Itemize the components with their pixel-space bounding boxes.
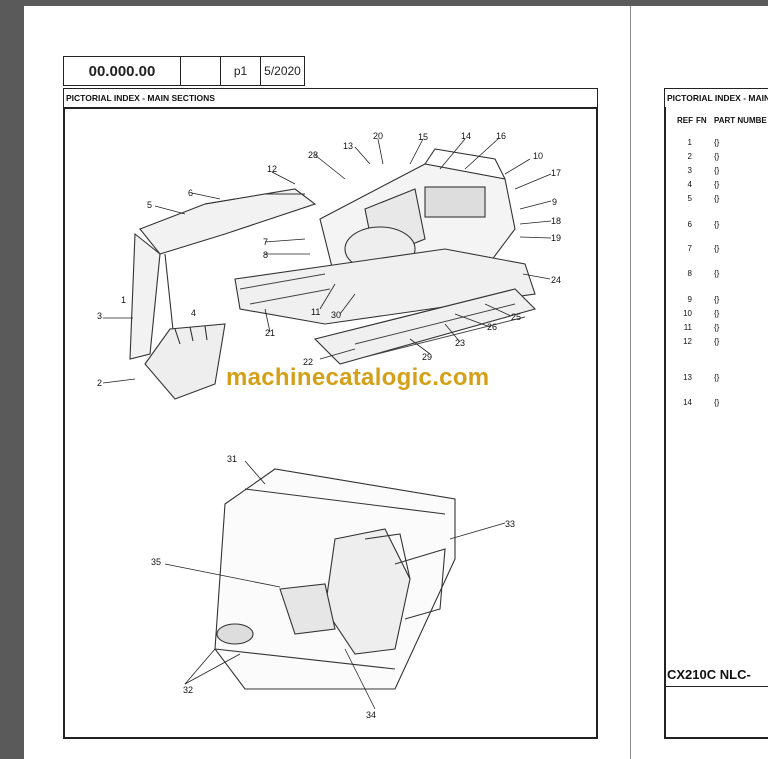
col-header-part-number: PART NUMBE xyxy=(714,116,767,125)
callout-11: 11 xyxy=(311,307,321,317)
callout-18: 18 xyxy=(551,216,562,226)
row-ref: 5 xyxy=(687,194,692,203)
callout-33: 33 xyxy=(505,519,516,529)
watermark-text: machinecatalogic.com xyxy=(226,364,490,391)
callout-9: 9 xyxy=(552,197,558,207)
drawing-frame: 1 2 3 4 5 6 7 8 9 10 11 12 13 14 15 16 1… xyxy=(63,107,598,739)
row-fn: {} xyxy=(714,138,720,147)
callout-28: 28 xyxy=(308,150,319,160)
row-ref: 7 xyxy=(687,244,692,253)
callout-14: 14 xyxy=(461,131,472,141)
row-ref: 13 xyxy=(683,373,692,382)
row-ref: 8 xyxy=(687,269,692,278)
callout-20: 20 xyxy=(373,131,384,141)
callout-21: 21 xyxy=(265,328,276,338)
callout-23: 23 xyxy=(455,338,466,348)
callout-30: 30 xyxy=(331,310,342,320)
excavator-illustration xyxy=(102,138,552,710)
row-ref: 1 xyxy=(687,138,692,147)
row-fn: {} xyxy=(714,269,720,278)
callout-6: 6 xyxy=(188,188,194,198)
callout-3: 3 xyxy=(97,311,103,321)
page-divider xyxy=(630,6,631,759)
callout-15: 15 xyxy=(418,132,429,142)
callout-10: 10 xyxy=(533,151,544,161)
row-fn: {} xyxy=(714,152,720,161)
callout-31: 31 xyxy=(227,454,238,464)
right-table-frame xyxy=(664,107,768,739)
row-ref: 11 xyxy=(683,323,692,332)
callout-35: 35 xyxy=(151,557,162,567)
callout-24: 24 xyxy=(551,275,562,285)
callout-19: 19 xyxy=(551,233,562,243)
row-fn: {} xyxy=(714,295,720,304)
row-fn: {} xyxy=(714,180,720,189)
model-name: CX210C NLC- xyxy=(667,667,751,682)
row-ref: 14 xyxy=(683,398,692,407)
row-fn: {} xyxy=(714,220,720,229)
callout-25: 25 xyxy=(511,312,522,322)
col-header-fn: FN xyxy=(696,116,707,125)
callout-17: 17 xyxy=(551,168,562,178)
callout-22: 22 xyxy=(303,357,314,367)
callout-2: 2 xyxy=(97,378,103,388)
col-header-ref: REF xyxy=(677,116,693,125)
row-fn: {} xyxy=(714,166,720,175)
section-title: PICTORIAL INDEX - MAIN SECTIONS xyxy=(63,88,598,108)
callout-26: 26 xyxy=(487,322,498,332)
header-table: 00.000.00 p1 5/2020 xyxy=(63,56,305,86)
header-blank-cell xyxy=(181,57,221,85)
callout-29: 29 xyxy=(422,352,433,362)
callout-1: 1 xyxy=(121,295,127,305)
row-fn: {} xyxy=(714,244,720,253)
row-ref: 3 xyxy=(687,166,692,175)
model-divider xyxy=(664,686,768,687)
callout-13: 13 xyxy=(343,141,354,151)
callout-4: 4 xyxy=(191,308,197,318)
section-code: 00.000.00 xyxy=(64,57,181,85)
row-ref: 10 xyxy=(683,309,692,318)
page-number: p1 xyxy=(221,57,261,85)
callout-8: 8 xyxy=(263,250,269,260)
row-fn: {} xyxy=(714,309,720,318)
callout-34: 34 xyxy=(366,710,377,720)
row-ref: 6 xyxy=(687,220,692,229)
viewer-left-scroll-margin xyxy=(0,0,24,759)
callout-12: 12 xyxy=(267,164,278,174)
row-fn: {} xyxy=(714,337,720,346)
row-ref: 12 xyxy=(683,337,692,346)
row-fn: {} xyxy=(714,373,720,382)
row-ref: 9 xyxy=(687,295,692,304)
row-fn: {} xyxy=(714,398,720,407)
row-fn: {} xyxy=(714,194,720,203)
row-fn: {} xyxy=(714,323,720,332)
viewer-top-bar xyxy=(0,0,768,6)
callout-16: 16 xyxy=(496,131,507,141)
row-ref: 4 xyxy=(687,180,692,189)
row-ref: 2 xyxy=(687,152,692,161)
callout-7: 7 xyxy=(263,237,269,247)
revision-date: 5/2020 xyxy=(264,64,301,78)
callout-5: 5 xyxy=(147,200,153,210)
callout-32: 32 xyxy=(183,685,194,695)
right-section-title: PICTORIAL INDEX - MAIN xyxy=(664,88,768,108)
